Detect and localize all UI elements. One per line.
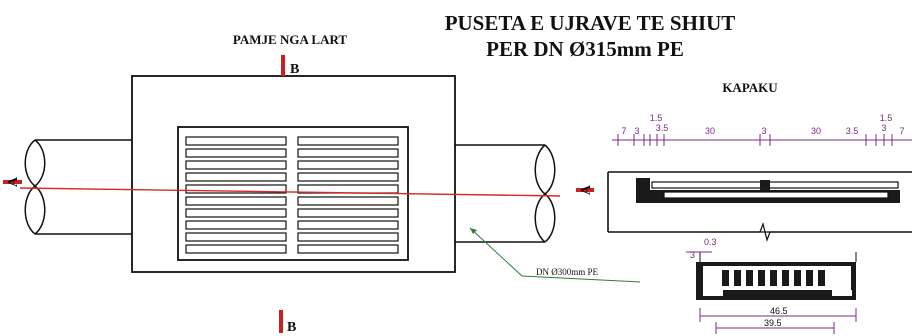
dimension-value: 3.5 (846, 126, 859, 136)
grate-slat (297, 196, 399, 206)
section-b-top-label: B (290, 62, 299, 77)
cover-view-label: KAPAKU (722, 80, 778, 95)
detail-dim-offset-b: 3 (690, 250, 695, 260)
dimension-value: 7 (621, 126, 626, 136)
detail-bar (770, 270, 777, 286)
grate-slat (185, 208, 287, 218)
dimension-value: 30 (705, 126, 715, 136)
grate-slats (185, 136, 399, 254)
drawing-title-line2: PER DN Ø315mm PE (486, 37, 684, 61)
grate-slat (185, 172, 287, 182)
pipe-centerline (19, 187, 561, 197)
grate-slat (185, 196, 287, 206)
grate-slat (297, 244, 399, 254)
grate-slat (185, 148, 287, 158)
dimension-value: 1.5 (880, 113, 893, 123)
dimension-value: 30 (811, 126, 821, 136)
detail-bar (734, 270, 741, 286)
grate-slat (297, 220, 399, 230)
grate-slat (185, 184, 287, 194)
dimension-value: 3 (881, 123, 886, 133)
section-b-bottom-label: B (287, 320, 296, 335)
detail-bar (794, 270, 801, 286)
dimension-value: 7 (899, 126, 904, 136)
detail-bar (722, 270, 729, 286)
dimension-value: 3.5 (656, 123, 669, 133)
grate-slat (185, 220, 287, 230)
drawing-title-line1: PUSETA E UJRAVE TE SHIUT (445, 11, 736, 35)
grate-slat (185, 232, 287, 242)
detail-bar (818, 270, 825, 286)
grate-slat (297, 148, 399, 158)
top-view-label: PAMJE NGA LART (233, 32, 347, 47)
detail-dim-outer-value: 46.5 (770, 306, 788, 316)
dimension-value: 3 (761, 126, 766, 136)
grate-slat (297, 172, 399, 182)
dimension-value: 1.5 (650, 113, 663, 123)
grate-slat (297, 208, 399, 218)
cover-detail-section (696, 252, 857, 300)
pipe-label: DN Ø300mm PE (536, 267, 599, 277)
pipe-left (24, 139, 132, 235)
cover-dimension-ticks (617, 134, 893, 146)
chamber-outline (131, 75, 456, 273)
grate-slat (297, 160, 399, 170)
section-a-left-label: A (6, 176, 21, 187)
detail-bar (758, 270, 765, 286)
grate-slat (185, 136, 287, 146)
detail-bar (746, 270, 753, 286)
detail-dim-inner-value: 39.5 (764, 318, 782, 328)
grate-slat (185, 244, 287, 254)
detail-bar (782, 270, 789, 286)
detail-bar (806, 270, 813, 286)
section-a-right-label: A (579, 184, 594, 195)
dimension-value: 3 (634, 126, 639, 136)
detail-dim-offset-a: 0.3 (704, 237, 717, 247)
cover-section (607, 171, 912, 243)
pipe-leader-line (469, 227, 641, 283)
grate-slat (297, 136, 399, 146)
grate-slat (297, 232, 399, 242)
pipe-right (455, 144, 556, 243)
grate-slat (185, 160, 287, 170)
leader-arrow-icon (470, 228, 477, 234)
